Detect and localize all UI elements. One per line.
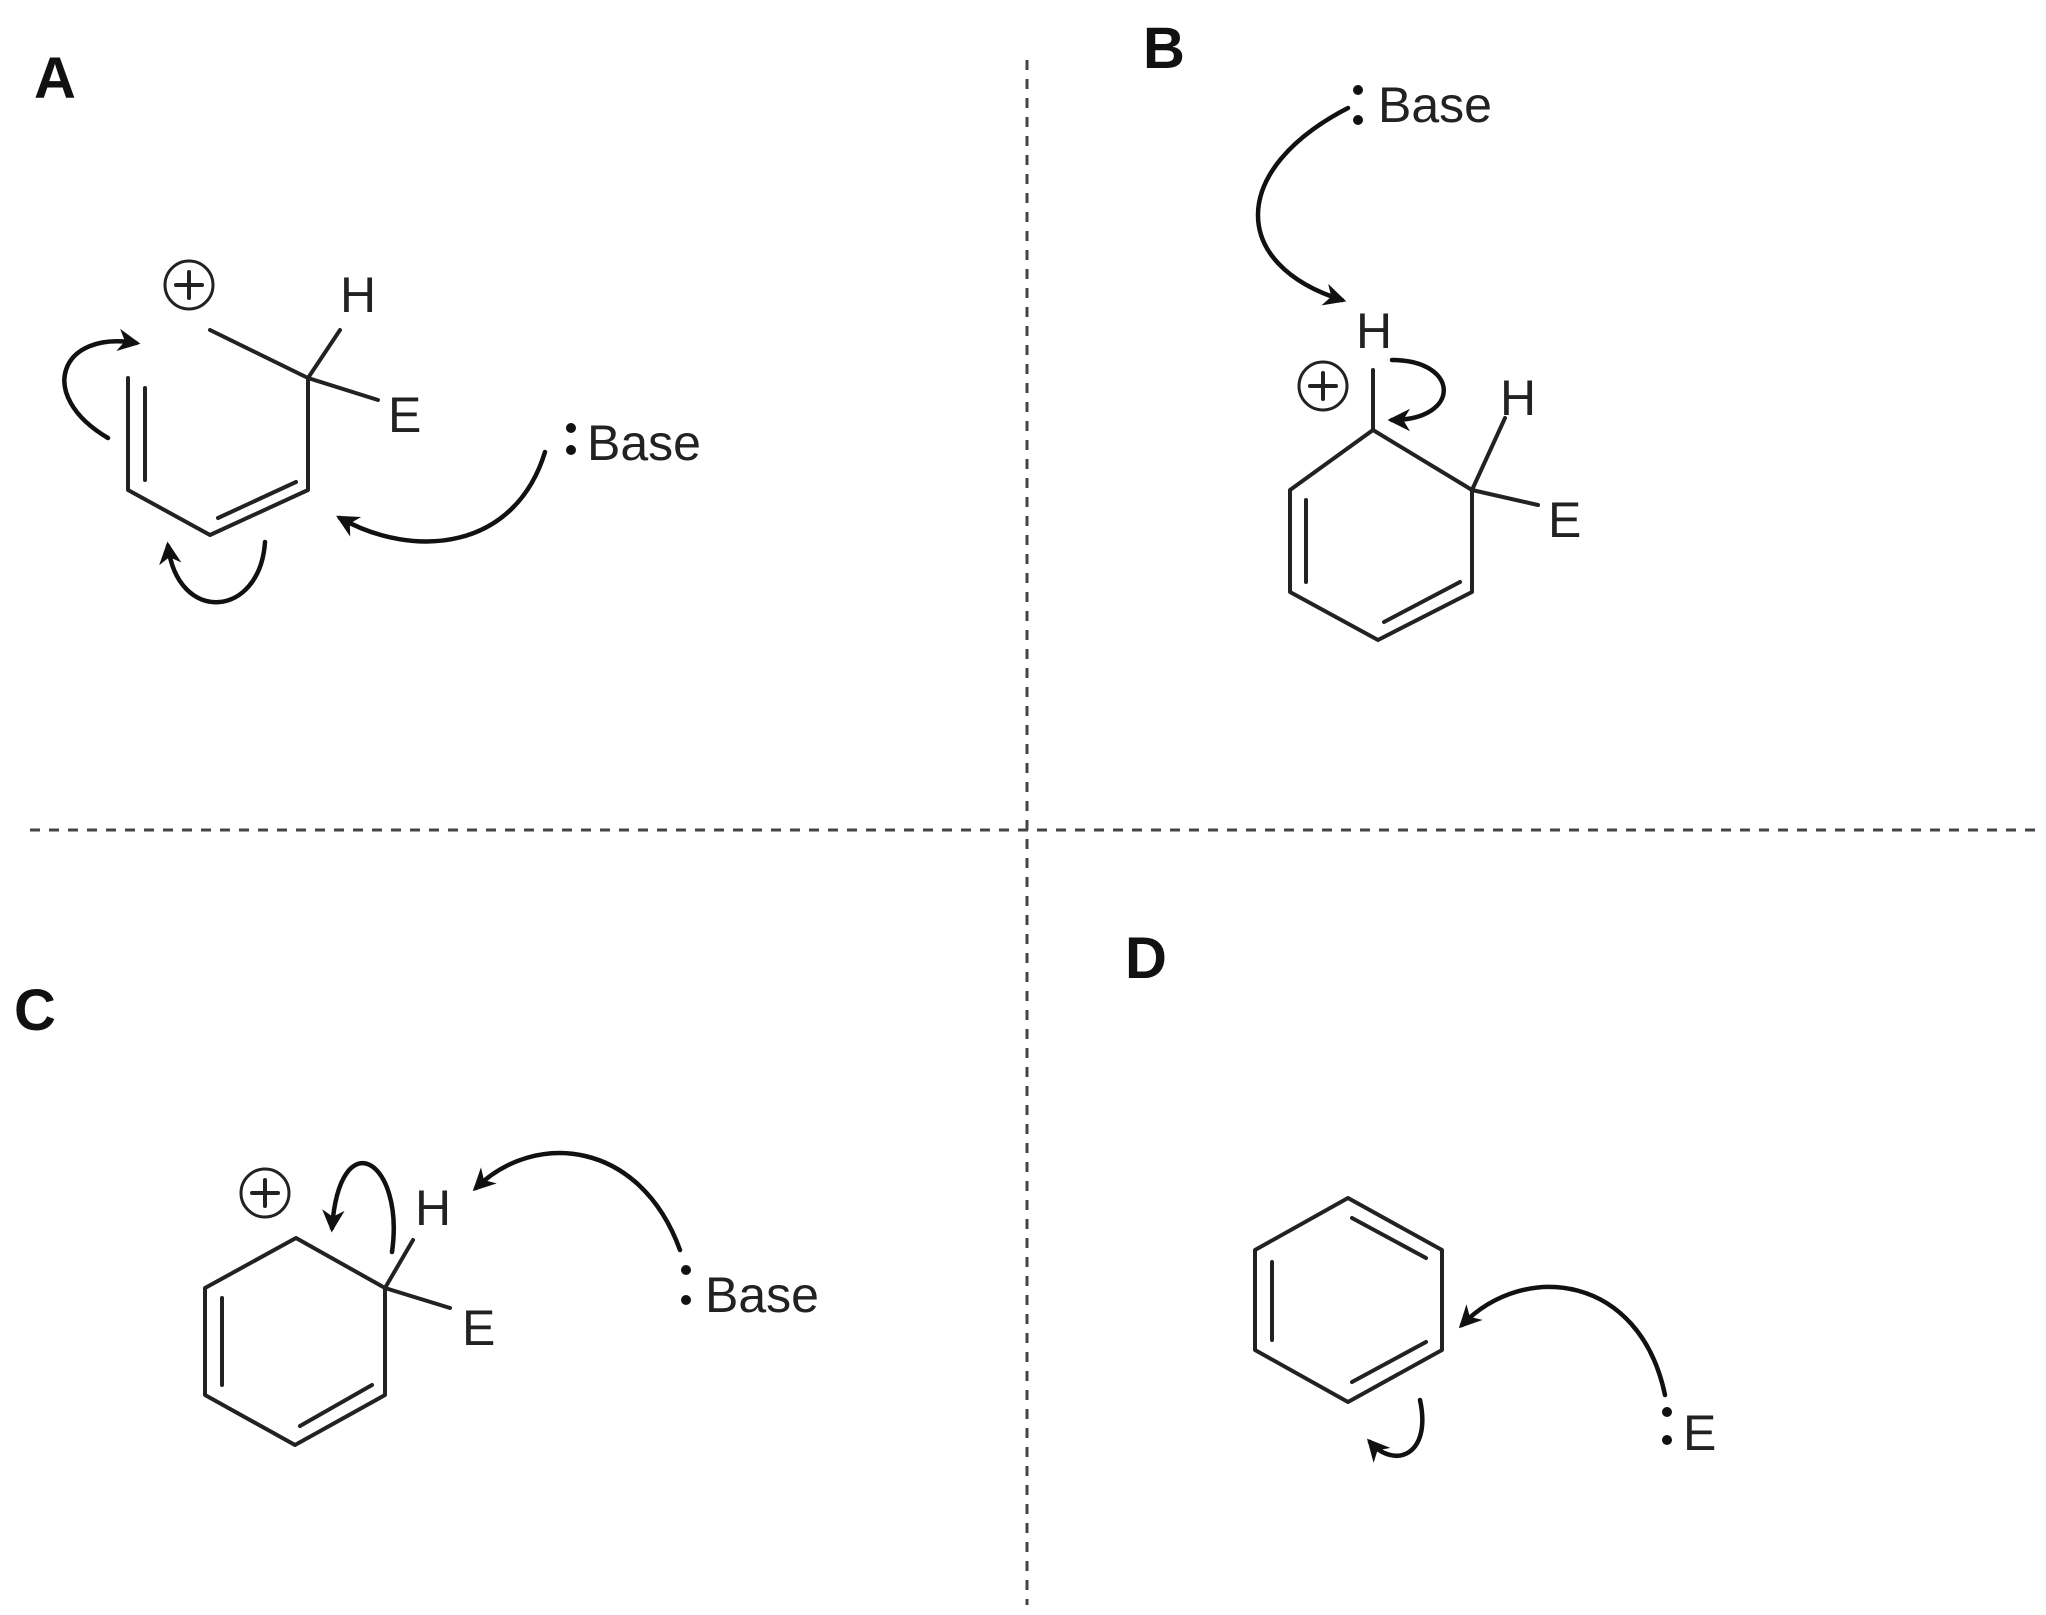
panel-c: C H E Base <box>14 978 819 1447</box>
curved-arrow-b-h <box>1387 357 1446 432</box>
atom-base-b: Base <box>1378 77 1492 133</box>
bond-b-h2 <box>1470 416 1507 492</box>
positive-charge-icon <box>239 1167 291 1219</box>
curved-arrow-b-base <box>1255 105 1351 306</box>
curved-arrow-d-ring <box>1366 1397 1425 1463</box>
atom-e-a: E <box>388 387 421 443</box>
ring-d <box>1253 1196 1444 1404</box>
panel-a: A H E Base <box>34 46 701 605</box>
bond-c-e <box>383 1286 452 1310</box>
panel-label-a: A <box>34 46 76 111</box>
bond-c-h <box>383 1238 415 1290</box>
bond-b-e <box>1470 488 1540 507</box>
panel-b: B Base H H E <box>1143 16 1581 642</box>
curved-arrow-c-base <box>472 1150 683 1253</box>
curved-arrow-a-bottom <box>159 539 268 605</box>
atom-e-c: E <box>462 1300 495 1356</box>
double-bond-b-bottom <box>1382 580 1462 624</box>
double-bond-c-bottom <box>298 1383 374 1428</box>
atom-e-b: E <box>1548 492 1581 548</box>
positive-charge-icon <box>163 259 215 311</box>
panel-label-d: D <box>1125 926 1167 991</box>
double-bond-d-top <box>1350 1216 1428 1260</box>
bond-a-e <box>306 376 380 402</box>
ring-c <box>203 1236 387 1447</box>
double-bond-a-bottom <box>216 480 298 520</box>
curved-arrow-a-top <box>62 328 141 441</box>
atom-e-d: E <box>1683 1405 1716 1461</box>
atom-h1-b: H <box>1356 303 1392 359</box>
panel-d: D E <box>1125 926 1716 1463</box>
ring-b <box>1288 428 1474 642</box>
atom-h2-b: H <box>1500 370 1536 426</box>
curved-arrow-a-base <box>336 449 548 544</box>
atom-h-c: H <box>415 1180 451 1236</box>
atom-base-c: Base <box>705 1267 819 1323</box>
curved-arrow-d-e <box>1458 1284 1668 1398</box>
curved-arrow-c-h <box>322 1160 396 1255</box>
panel-label-c: C <box>14 978 56 1043</box>
atom-base-a: Base <box>587 415 701 471</box>
ring-a <box>126 328 310 537</box>
panel-label-b: B <box>1143 16 1185 81</box>
double-bond-d-bottom <box>1350 1340 1428 1384</box>
positive-charge-icon <box>1297 360 1349 412</box>
atom-h-a: H <box>340 267 376 323</box>
bond-a-h <box>306 328 342 380</box>
